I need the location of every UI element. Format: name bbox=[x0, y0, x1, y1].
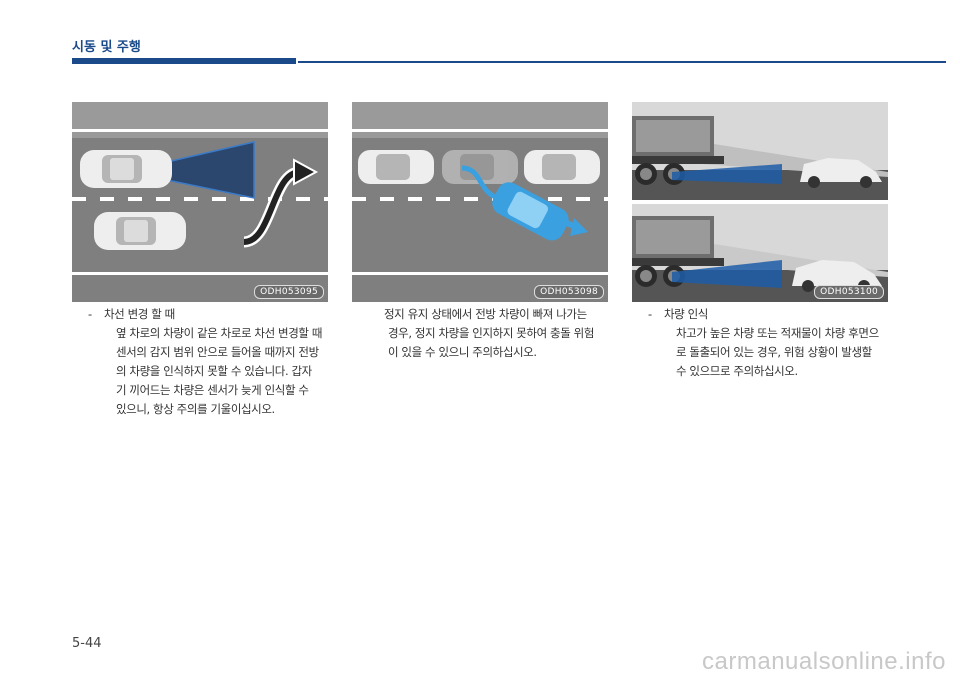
caption-line: 차고가 높은 차량 또는 적재물이 차량 후면으 bbox=[676, 326, 879, 340]
caption-line: 정지 유지 상태에서 전방 차량이 빠져 나가는 bbox=[384, 307, 587, 321]
caption-line: 이 있을 수 있으니 주의하십시오. bbox=[388, 345, 537, 359]
car-behind-truck-top bbox=[800, 158, 882, 188]
caption-line: 로 돌출되어 있는 경우, 위험 상황이 발생할 bbox=[676, 345, 872, 359]
caption-line: 경우, 정지 차량을 인지하지 못하여 충돌 위험 bbox=[388, 326, 595, 340]
car-ahead bbox=[524, 150, 600, 184]
header-rule-thin bbox=[298, 61, 946, 63]
watermark: carmanualsonline.info bbox=[702, 648, 946, 675]
figure-code: ODH053100 bbox=[814, 285, 884, 299]
caption-line: 의 차량을 인식하지 못할 수 있습니다. 갑자 bbox=[116, 364, 312, 378]
page-number: 5-44 bbox=[72, 636, 102, 651]
caption-dash: - bbox=[648, 307, 652, 321]
car-own bbox=[358, 150, 434, 184]
car-ghost bbox=[442, 150, 518, 184]
figure-lane-change: ODH053095 bbox=[72, 102, 328, 302]
caption-title: 차선 변경 할 때 bbox=[104, 307, 175, 321]
car-cutting-in bbox=[94, 212, 186, 250]
header-rule-thick bbox=[72, 58, 296, 64]
caption-high-vehicle: - 차량 인식 차고가 높은 차량 또는 적재물이 차량 후면으 로 돌출되어 … bbox=[648, 305, 904, 381]
car-leaving bbox=[492, 182, 569, 241]
car-front bbox=[80, 150, 172, 188]
caption-dash: - bbox=[88, 307, 92, 321]
caption-line: 기 끼어드는 차량은 센서가 늦게 인식할 수 bbox=[116, 383, 309, 397]
caption-line: 옆 차로의 차량이 같은 차로로 차선 변경할 때 bbox=[116, 326, 323, 340]
caption-lane-change: - 차선 변경 할 때 옆 차로의 차량이 같은 차로로 차선 변경할 때 센서… bbox=[88, 305, 344, 419]
high-vehicle-illustration bbox=[632, 102, 888, 302]
caption-line: 센서의 감지 범위 안으로 들어올 때까지 전방 bbox=[116, 345, 319, 359]
lane-change-illustration bbox=[72, 102, 328, 302]
caption-title: 차량 인식 bbox=[664, 307, 708, 321]
header-title: 시동 및 주행 bbox=[72, 40, 141, 55]
figure-vehicle-leaving: ODH053098 bbox=[352, 102, 608, 302]
caption-line: 있으니, 항상 주의를 기울이십시오. bbox=[116, 402, 275, 416]
figure-high-vehicle: ODH053100 bbox=[632, 102, 888, 302]
figure-code: ODH053095 bbox=[254, 285, 324, 299]
vehicle-leaving-illustration bbox=[352, 102, 608, 302]
caption-vehicle-leaving: 정지 유지 상태에서 전방 차량이 빠져 나가는 경우, 정지 차량을 인지하지… bbox=[376, 305, 622, 362]
caption-line: 수 있으므로 주의하십시오. bbox=[676, 364, 798, 378]
figure-code: ODH053098 bbox=[534, 285, 604, 299]
